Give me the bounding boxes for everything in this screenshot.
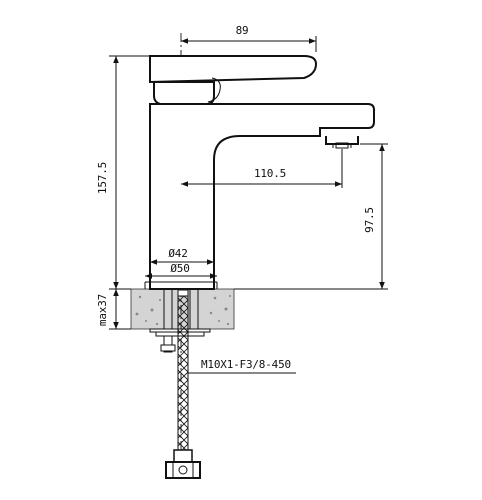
dim-counter-thickness: max37 — [96, 289, 131, 330]
dim-width-top: 89 — [181, 24, 317, 52]
flexible-hose — [165, 295, 201, 479]
dim-base-outer-label: Ø50 — [170, 262, 189, 275]
hose-spec-leader: M10X1-F3/8-450 — [188, 358, 296, 374]
dim-height-total: 157.5 — [96, 55, 150, 290]
dim-width-top-label: 89 — [236, 24, 249, 37]
dim-base-inner: Ø42 — [150, 247, 214, 265]
dim-base-outer: Ø50 — [145, 262, 217, 279]
dim-spout-reach: 110.5 — [181, 149, 343, 188]
dim-counter-thickness-label: max37 — [96, 294, 109, 326]
dim-spout-reach-label: 110.5 — [254, 167, 286, 180]
hose-spec-label: M10X1-F3/8-450 — [201, 358, 291, 371]
faucet-body — [149, 55, 375, 290]
dim-spout-height-label: 97.5 — [363, 207, 376, 233]
dim-spout-height: 97.5 — [234, 143, 388, 290]
dim-base-inner-label: Ø42 — [168, 247, 187, 260]
dim-height-total-label: 157.5 — [96, 162, 109, 194]
